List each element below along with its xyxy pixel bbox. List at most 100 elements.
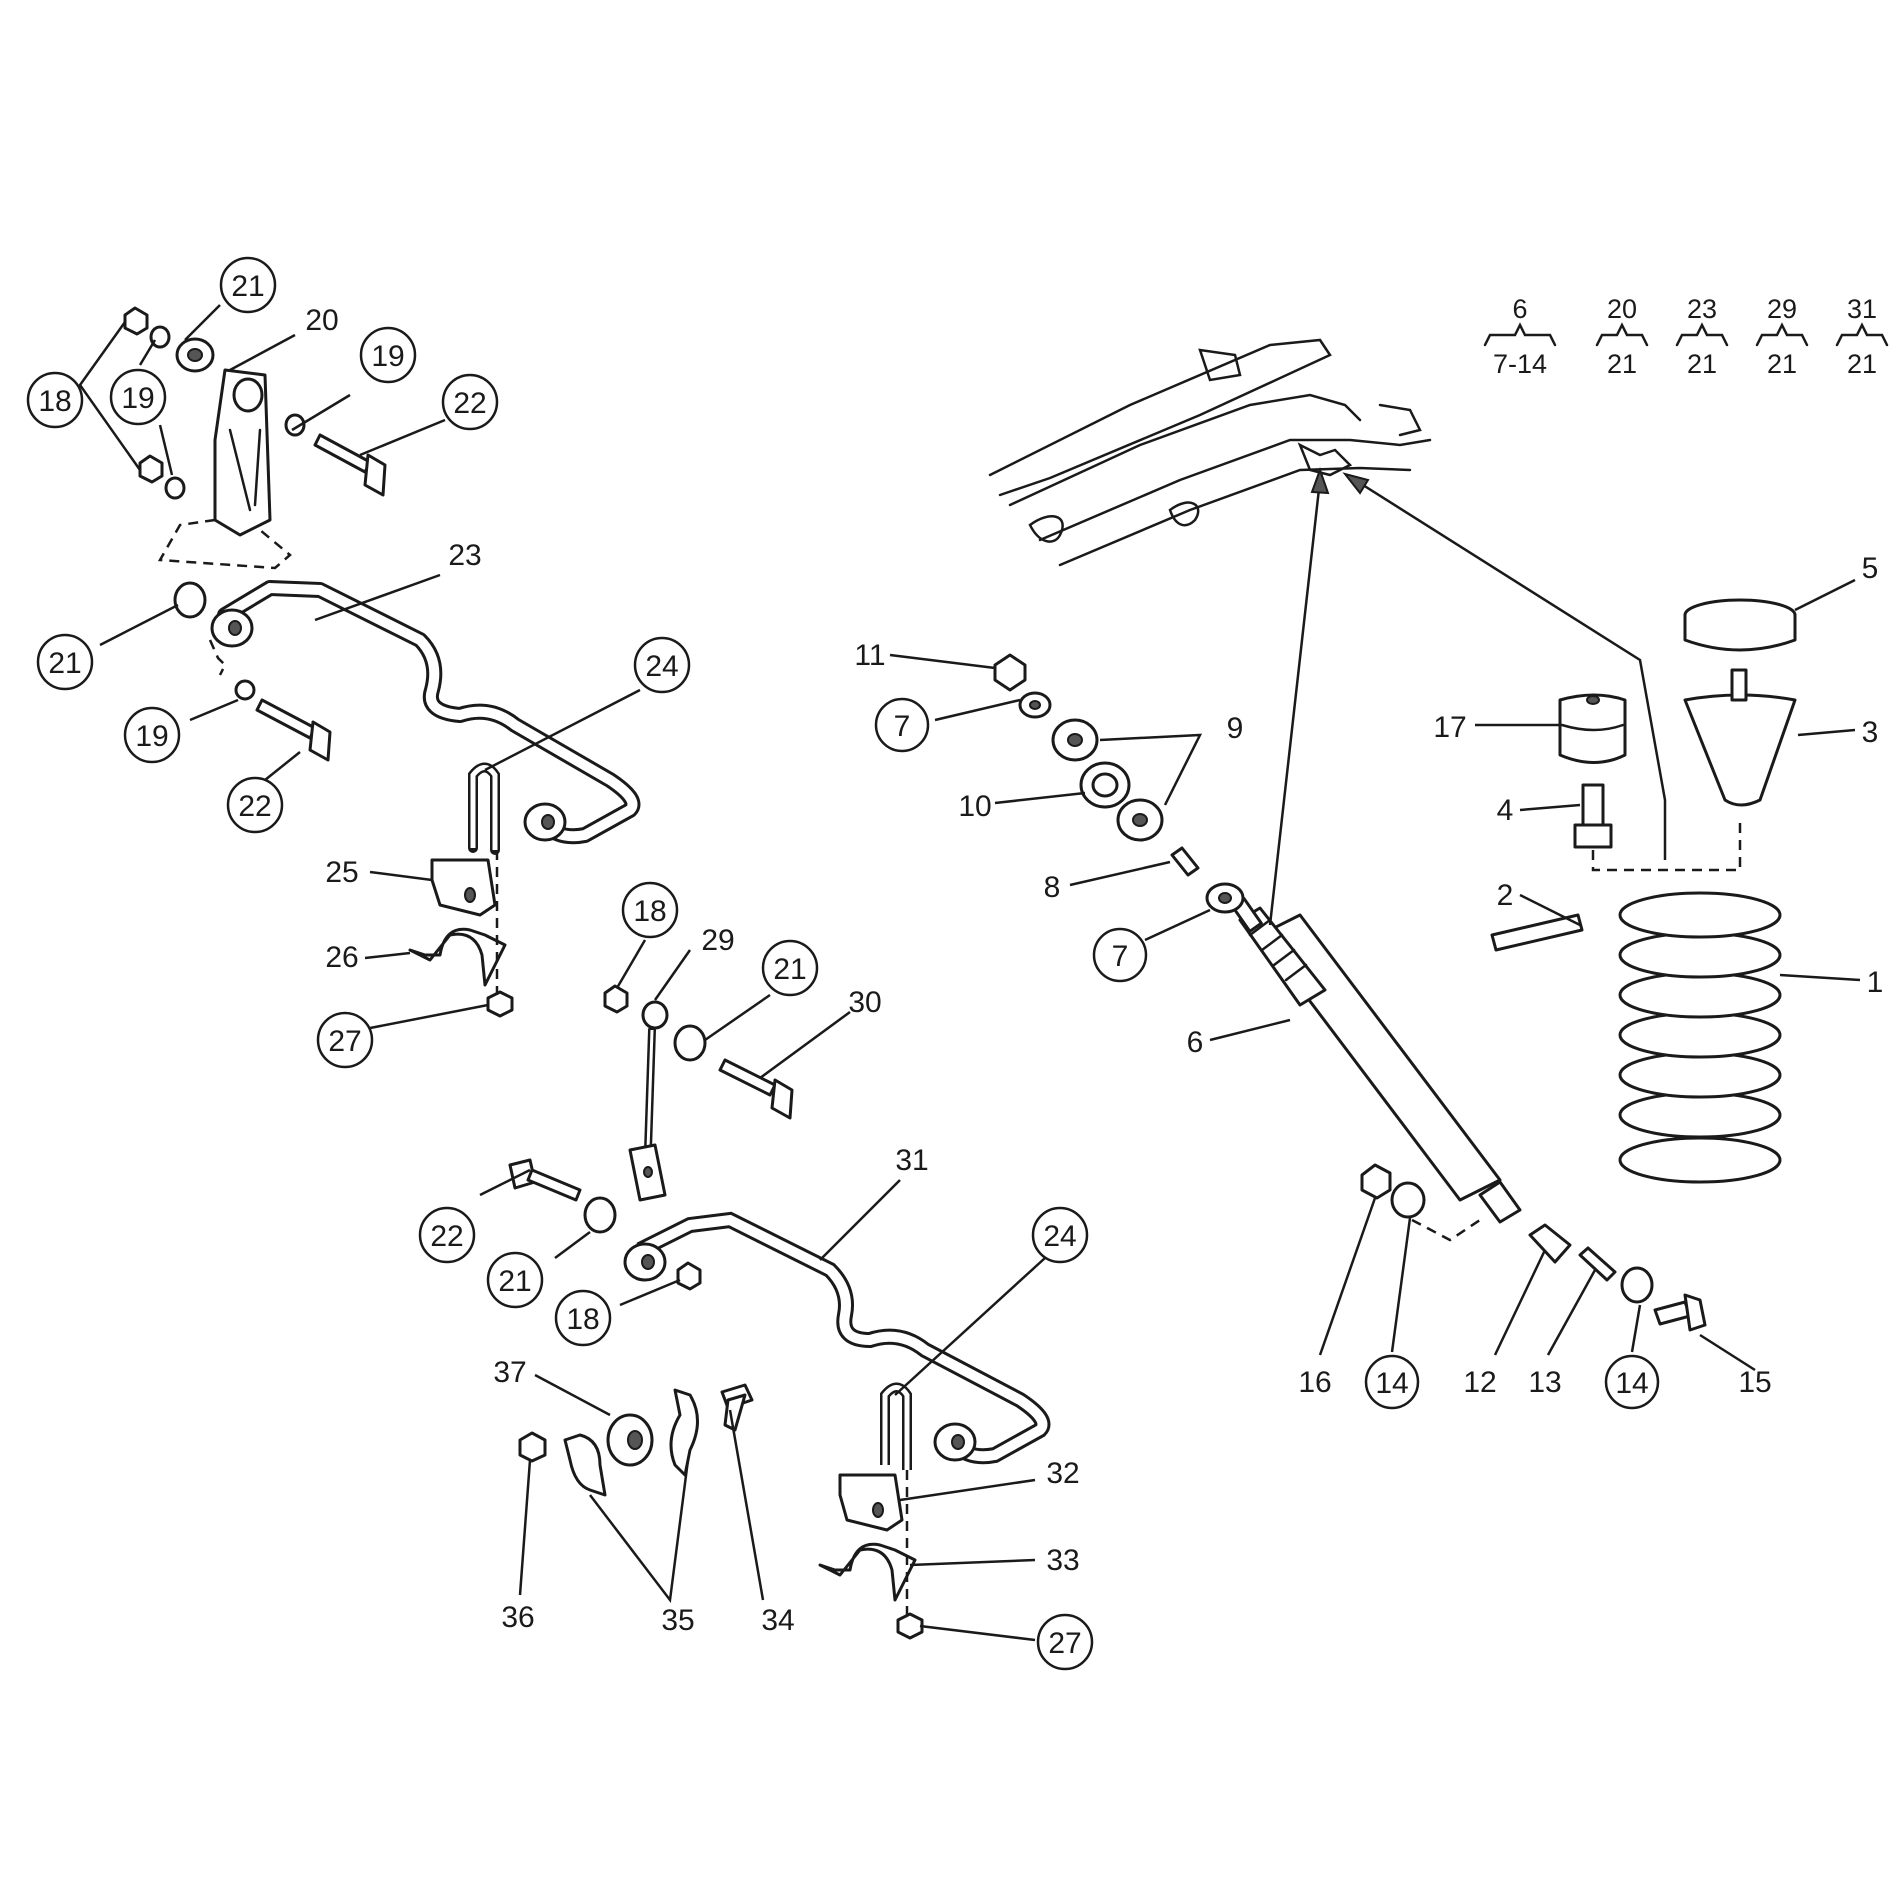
callout-7-lower-text: 7 bbox=[1112, 940, 1129, 973]
link-nut-mid bbox=[603, 984, 629, 1014]
callout-21-bar: 21 bbox=[36, 633, 94, 691]
callout-34: 34 bbox=[761, 1604, 794, 1637]
callout-19-right-text: 19 bbox=[371, 340, 404, 373]
vehicle-frame bbox=[988, 338, 1432, 567]
legend-item-5-bottom: 21 bbox=[1847, 349, 1877, 379]
leader-lines bbox=[78, 304, 1861, 1642]
callout-22-top: 22 bbox=[441, 373, 499, 431]
callout-3-text: 3 bbox=[1862, 716, 1879, 749]
callout-24-upper-text: 24 bbox=[645, 650, 678, 683]
callout-25: 25 bbox=[325, 856, 358, 889]
callout-8: 8 bbox=[1044, 871, 1061, 904]
lower-sleeve bbox=[1578, 1246, 1617, 1282]
callout-11: 11 bbox=[854, 639, 885, 672]
callout-18-mid: 18 bbox=[621, 881, 679, 939]
callout-13: 13 bbox=[1528, 1366, 1561, 1399]
link-washer-lower bbox=[164, 476, 186, 500]
callout-22-lower: 22 bbox=[418, 1206, 476, 1264]
callout-24-lower: 24 bbox=[1031, 1206, 1089, 1264]
callout-35-text: 35 bbox=[661, 1604, 694, 1637]
callout-33: 33 bbox=[1046, 1544, 1079, 1577]
callout-6: 6 bbox=[1187, 1026, 1204, 1059]
callout-19-left: 19 bbox=[109, 368, 167, 426]
legend-item-5-top: 31 bbox=[1847, 294, 1877, 324]
callout-18-upper: 18 bbox=[26, 371, 84, 429]
bump-stop-cone bbox=[1683, 668, 1797, 807]
callout-9-text: 9 bbox=[1227, 712, 1244, 745]
bar-nut-upper bbox=[486, 990, 514, 1018]
callout-5-text: 5 bbox=[1862, 552, 1879, 585]
callout-7-upper-text: 7 bbox=[894, 710, 911, 743]
callout-20: 20 bbox=[305, 304, 338, 337]
callout-23: 23 bbox=[448, 539, 481, 572]
callout-31: 31 bbox=[895, 1144, 928, 1177]
bracket-halves bbox=[563, 1388, 699, 1497]
bar-bracket-upper bbox=[408, 927, 507, 987]
callout-37-text: 37 bbox=[493, 1356, 526, 1389]
bar-bolt-lower-end bbox=[508, 1158, 582, 1202]
bar-bushing-lower-end bbox=[583, 1196, 617, 1234]
upper-washer bbox=[1018, 691, 1052, 719]
assembly-legend: 6 7-14 20 21 23 21 29 21 31 21 bbox=[1483, 294, 1889, 379]
callout-25-text: 25 bbox=[325, 856, 358, 889]
upper-retainer bbox=[1079, 761, 1131, 809]
lower-nut bbox=[1360, 1163, 1392, 1200]
spring-pin bbox=[1490, 913, 1584, 952]
callout-16: 16 bbox=[1298, 1366, 1331, 1399]
bar-bushing-upper bbox=[430, 858, 497, 917]
callout-24-lower-text: 24 bbox=[1043, 1220, 1076, 1253]
callout-5: 5 bbox=[1862, 552, 1879, 585]
callout-9: 9 bbox=[1227, 712, 1244, 745]
legend-item-4-bottom: 21 bbox=[1767, 349, 1797, 379]
callout-36: 36 bbox=[501, 1601, 534, 1634]
bump-stop-rubber bbox=[1558, 693, 1627, 764]
legend-item-5: 31 21 bbox=[1835, 294, 1889, 379]
callout-23-text: 23 bbox=[448, 539, 481, 572]
callout-21-link: 21 bbox=[761, 939, 819, 997]
legend-item-1: 6 7-14 bbox=[1483, 294, 1557, 379]
callout-7-upper: 7 bbox=[874, 697, 930, 753]
callout-17-text: 17 bbox=[1433, 711, 1466, 744]
lower-sway-bar bbox=[623, 1211, 1051, 1465]
callout-21-top: 21 bbox=[219, 256, 277, 314]
lower-washer-inner bbox=[1390, 1181, 1426, 1219]
callout-19-left-text: 19 bbox=[121, 382, 154, 415]
legend-item-3-bottom: 21 bbox=[1687, 349, 1717, 379]
legend-item-2-top: 20 bbox=[1607, 294, 1637, 324]
callout-27-lower-text: 27 bbox=[1048, 1627, 1081, 1660]
callout-29-text: 29 bbox=[701, 924, 734, 957]
callout-35: 35 bbox=[661, 1604, 694, 1637]
legend-item-2-bottom: 21 bbox=[1607, 349, 1637, 379]
shock-absorber bbox=[1231, 897, 1522, 1224]
callout-7-lower: 7 bbox=[1092, 927, 1148, 983]
bracket-nut bbox=[518, 1431, 547, 1463]
bar-washer-upper-end bbox=[234, 679, 256, 701]
callout-14-left-text: 14 bbox=[1375, 1367, 1408, 1400]
callout-19-bar-text: 19 bbox=[135, 720, 168, 753]
callout-2-text: 2 bbox=[1497, 879, 1514, 912]
callout-26: 26 bbox=[325, 941, 358, 974]
bump-stop-cap bbox=[1683, 598, 1797, 652]
callout-27-upper-text: 27 bbox=[328, 1025, 361, 1058]
callout-1-text: 1 bbox=[1867, 966, 1884, 999]
callout-22-bar-text: 22 bbox=[238, 790, 271, 823]
callout-26-text: 26 bbox=[325, 941, 358, 974]
callout-6-text: 6 bbox=[1187, 1026, 1204, 1059]
callout-33-text: 33 bbox=[1046, 1544, 1079, 1577]
legend-item-4: 29 21 bbox=[1755, 294, 1809, 379]
callout-18-mid-text: 18 bbox=[633, 895, 666, 928]
callout-21-lower: 21 bbox=[486, 1251, 544, 1309]
callout-22-lower-text: 22 bbox=[430, 1220, 463, 1253]
callout-3: 3 bbox=[1862, 716, 1879, 749]
bar-bracket-lower bbox=[818, 1542, 917, 1602]
callout-12-text: 12 bbox=[1463, 1366, 1496, 1399]
callout-37: 37 bbox=[493, 1356, 526, 1389]
callout-labels: 1 2 3 4 5 6 7 7 8 9 10 11 12 13 14 14 15… bbox=[26, 256, 1884, 1671]
callout-16-text: 16 bbox=[1298, 1366, 1331, 1399]
lower-washer-outer bbox=[1620, 1266, 1654, 1304]
link-bolt-upper bbox=[313, 433, 387, 497]
callout-22-top-text: 22 bbox=[453, 387, 486, 420]
upper-bushing-1 bbox=[1051, 718, 1099, 762]
callout-24-upper: 24 bbox=[633, 636, 691, 694]
